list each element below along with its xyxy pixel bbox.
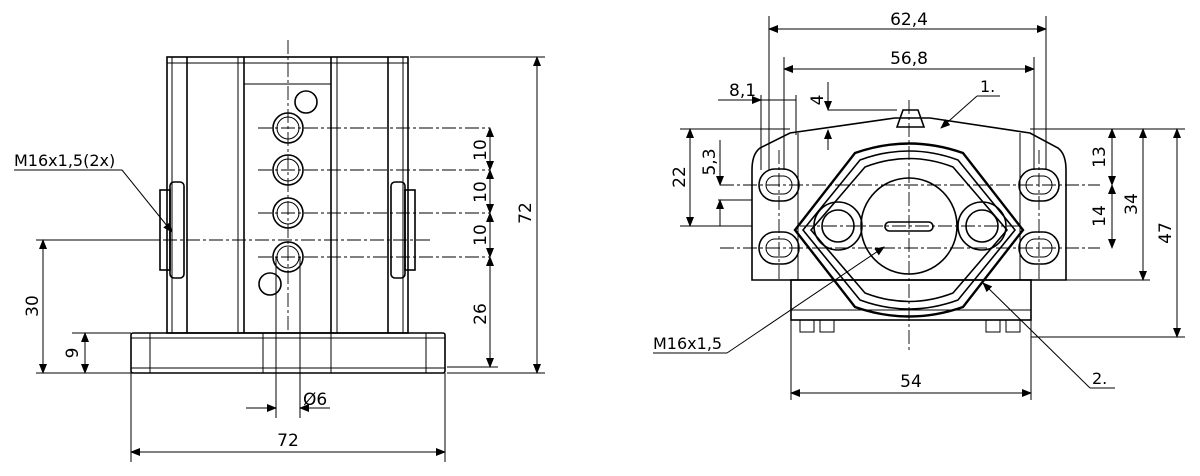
base-plate [130,332,446,374]
dim-spacing-3: 10 [471,224,491,246]
hole-top [294,90,318,114]
flange-body [751,117,1067,281]
right-view: 62,4 56,8 8,1 4 1. 22 5,3 13 [653,10,1185,400]
thread-callout-right: M16x1,5 [653,334,722,353]
top-nub [895,109,926,128]
dim-inner-width: 56,8 [890,49,928,69]
dim-upper-right: 13 [1090,146,1110,168]
dim-hole-diameter: Ø6 [303,390,327,410]
bottom-part [790,279,1032,321]
dim-total-height: 72 [516,202,536,224]
dim-outer-width: 62,4 [890,10,928,30]
dim-base-width: 54 [900,372,922,392]
item-1-label: 1. [980,77,995,96]
dim-slot-offset: 8,1 [729,81,756,101]
dim-base-height: 9 [63,348,83,359]
thread-callout-left: M16x1,5(2x) [14,151,115,170]
dim-nub: 4 [808,95,828,106]
dim-spacing-1: 10 [471,139,491,161]
dim-slot-spacing: 14 [1090,205,1110,227]
dim-total-width: 72 [277,431,299,451]
dim-total-height-right: 47 [1156,222,1176,244]
dim-port-height: 30 [23,295,43,317]
item-2-label: 2. [1092,369,1107,388]
dim-mid-height: 34 [1122,193,1142,215]
dim-slot: 5,3 [700,148,720,175]
left-view: 10 10 10 26 72 30 9 M16x1,5(2x) Ø6 72 [14,40,545,462]
dim-flange: 22 [670,166,690,188]
hole-bottom [258,272,282,296]
dim-spacing-2: 10 [471,181,491,203]
valve-body [166,56,409,334]
dim-lower-hole: 26 [471,303,491,325]
